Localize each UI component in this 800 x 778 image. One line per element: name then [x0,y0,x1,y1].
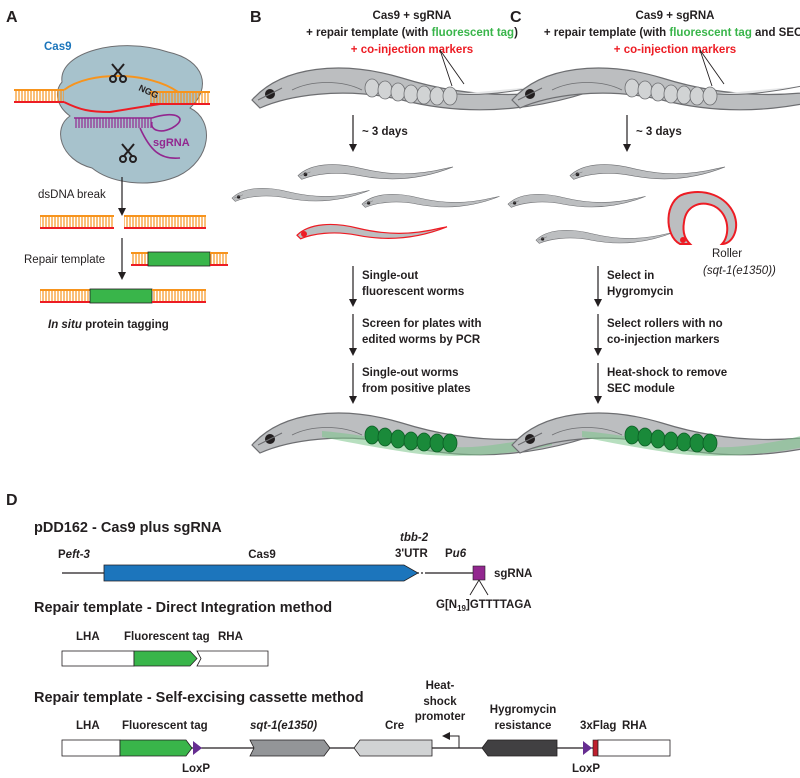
sec-title: Repair template - Self-excising cassette… [34,690,364,706]
hyg-label-2: resistance [495,720,552,732]
broken-dna [40,215,206,229]
panel-c-line2-post: and SEC) [752,27,800,39]
panel-b-step3a: Single-out worms [362,367,458,379]
protein-tagging-text: protein tagging [82,319,169,331]
roller-allele-label: (sqt-1(e1350)) [703,265,776,277]
dsdna-break-label: dsDNA break [38,189,106,201]
direct-integration-title: Repair template - Direct Integration met… [34,600,332,616]
roller-label: Roller [712,248,742,260]
loxp-label-left: LoxP [182,763,210,775]
scissors-icon [119,143,137,163]
cre-label: Cre [385,720,404,732]
panel-d-letter: D [6,492,18,509]
seq-sub: 19 [457,604,466,613]
injected-worm-c [511,49,800,111]
tbb2-label: tbb-2 [400,532,429,544]
progeny-worm-b2 [231,187,370,202]
loxp-right [583,741,592,755]
sec-rha-label: RHA [622,720,647,732]
panel-b-line1: Cas9 + sgRNA [373,10,452,22]
panel-b-line2-green: fluorescent tag [432,27,514,39]
sgrna-gene-label: sgRNA [494,568,532,580]
flag-label: 3xFlag [580,720,616,732]
cas9-gene-label: Cas9 [248,549,276,561]
hs-label-3: promoter [415,711,466,723]
panel-b-line2-post: ) [514,27,518,39]
cas9-complex [57,45,207,184]
panel-a-letter: A [6,9,18,26]
sec-construct [61,732,671,757]
tagged-worm-c [511,412,800,456]
panel-c-step3a: Heat-shock to remove [607,367,727,379]
hyg-label-1: Hygromycin [490,704,556,716]
panel-b-line2: + repair template (with fluorescent tag) [306,27,518,39]
progeny-worm-c2 [507,193,646,208]
fluorescent-worm-b [296,223,448,240]
repair-template-label: Repair template [24,254,105,266]
panel-b-step3b: from positive plates [362,383,471,395]
progeny-worm-b3 [361,193,500,208]
panel-b-step2b: edited worms by PCR [362,334,481,346]
panel-b-letter: B [250,9,262,26]
pu6-label: Pu6 [445,548,467,560]
panel-c-line2-pre: + repair template (with [544,27,670,39]
in-situ-caption: In situ protein tagging [48,319,169,331]
panel-c-line1: Cas9 + sgRNA [636,10,715,22]
panel-c-step1b: Hygromycin [607,286,673,298]
pu6-p: P [445,548,453,560]
tagged-dna [40,288,206,304]
pdd162-construct [62,564,489,596]
scissors-icon [109,63,127,83]
panel-c-line2-green: fluorescent tag [669,27,751,39]
panel-b-days: ~ 3 days [362,126,408,138]
panel-b-step1a: Single-out [362,270,418,282]
target-dna [14,75,210,113]
loxp-label-right: LoxP [572,763,600,775]
in-situ-italic: In situ [48,319,82,331]
panel-b-line2-pre: + repair template (with [306,27,432,39]
sgrna-sequence: G[N19]GTTTTAGA [436,599,532,613]
progeny-worm-c1 [569,164,726,180]
hs-label-1: Heat- [426,680,455,692]
panel-c-step3b: SEC module [607,383,675,395]
seq-rest: ]GTTTTAGA [466,599,532,611]
di-rha-label: RHA [218,631,243,643]
panel-c-letter: C [510,9,522,26]
cas9-label: Cas9 [44,41,72,53]
loxp-left [193,741,202,755]
panel-c-days: ~ 3 days [636,126,682,138]
di-ftag-label: Fluorescent tag [124,631,210,643]
panel-c-step2a: Select rollers with no [607,318,723,330]
tagged-worm-b [251,412,633,456]
direct-integration-construct [61,650,269,667]
di-lha-label: LHA [76,631,100,643]
hs-label-2: shock [423,696,457,708]
sgrna-gene-box [472,565,486,581]
pu6-italic: u6 [453,548,467,560]
repair-template-dna [131,251,228,267]
utr-label: 3'UTR [395,548,428,560]
peft3-label: Peft-3 [58,549,91,561]
panel-b-step1b: fluorescent worms [362,286,464,298]
pdd162-title: pDD162 - Cas9 plus sgRNA [34,520,222,536]
sec-ftag-label: Fluorescent tag [122,720,208,732]
panel-b-step2a: Screen for plates with [362,318,482,330]
peft3-italic: eft-3 [66,549,91,561]
panel-c-step1a: Select in [607,270,654,282]
sgrna-strand [74,113,181,159]
progeny-worm-c3 [535,229,674,244]
injected-worm-b [251,49,633,111]
panel-b-line3: + co-injection markers [351,44,473,56]
sec-lha-label: LHA [76,720,100,732]
panel-c-step2b: co-injection markers [607,334,719,346]
sqt-label: sqt-1(e1350) [250,720,317,732]
roller-worm [667,191,738,246]
progeny-worm-b1 [297,164,454,180]
seq-g: G[N [436,599,457,611]
panel-c-line2: + repair template (with fluorescent tag … [544,27,800,39]
panel-c-line3: + co-injection markers [614,44,736,56]
sgrna-label-a: sgRNA [153,137,190,149]
peft3-p: P [58,549,66,561]
